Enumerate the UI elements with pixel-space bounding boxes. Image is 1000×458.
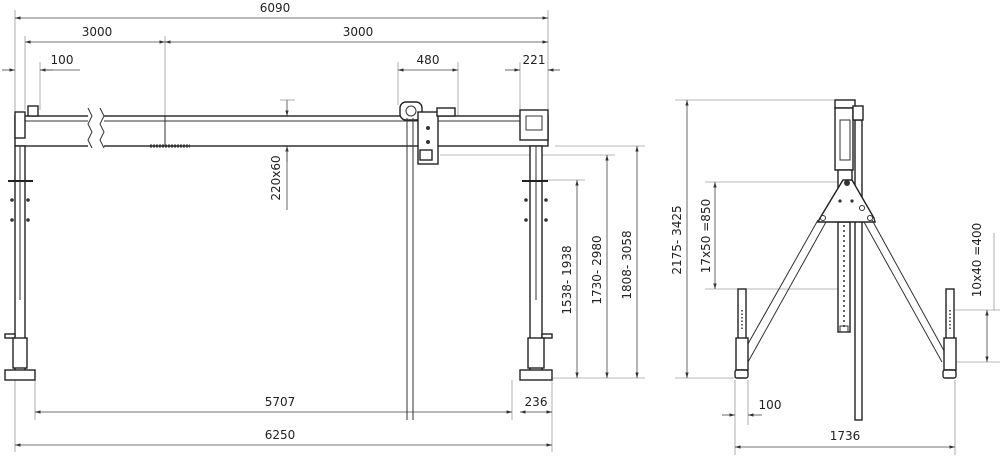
dim-outrigger-adjust: 10x40 =400 (970, 223, 984, 297)
dim-overall-height: 2175- 3425 (670, 205, 684, 274)
dim-base-width: 1736 (830, 429, 861, 443)
right-leg (519, 145, 553, 381)
side-rail (854, 119, 863, 421)
dim-end-cap: 221 (523, 53, 546, 67)
mast-plate (816, 179, 876, 223)
dim-span-left: 3000 (82, 25, 113, 39)
right-foot (519, 369, 553, 381)
front-view: 6090 3000 3000 100 480 221 220x60 1538- … (2, 1, 645, 452)
side-view: 2175- 3425 17x50 =850 10x40 =400 100 173… (670, 99, 1000, 455)
left-outrigger (734, 288, 749, 379)
dim-span-right: 3000 (343, 25, 374, 39)
beam (14, 105, 549, 152)
left-leg (4, 145, 36, 381)
dim-height-beam-top: 1808- 3058 (620, 230, 634, 299)
extension-lines (14, 10, 645, 452)
dim-foot-offset: 100 (759, 398, 782, 412)
dim-inner-span: 5707 (265, 395, 296, 409)
dim-beam-section: 220x60 (269, 155, 283, 200)
dim-end-offset: 100 (51, 53, 74, 67)
dim-overall-beam: 6090 (260, 1, 291, 15)
diagonal-legs (739, 219, 949, 363)
dim-height-hook: 1538- 1938 (560, 245, 574, 314)
dim-height-beam-under: 1730- 2980 (590, 235, 604, 304)
dim-foot-width: 236 (525, 395, 548, 409)
end-cap (519, 109, 549, 141)
left-foot (4, 369, 36, 381)
dim-trolley-width: 480 (417, 53, 440, 67)
right-outrigger (942, 288, 957, 379)
dim-mast-adjust: 17x50 =850 (699, 199, 713, 273)
trolley (399, 101, 456, 420)
dim-overall-width: 6250 (265, 428, 296, 442)
